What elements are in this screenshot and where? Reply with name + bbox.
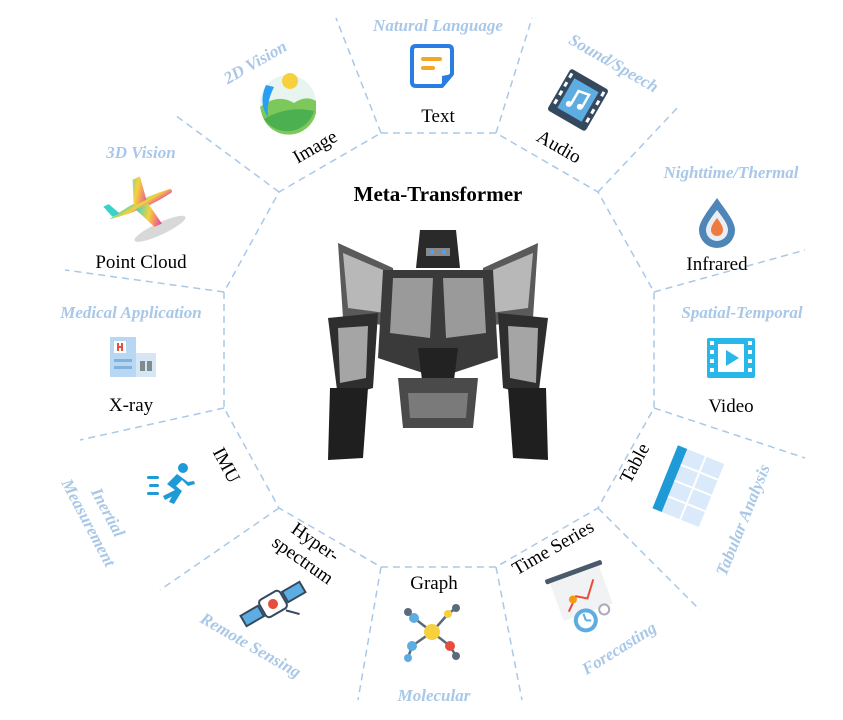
running-person-icon (147, 463, 195, 504)
domain-3d-vision: 3D Vision (105, 143, 175, 162)
domain-molecular: Molecular (397, 686, 471, 705)
landscape-image-icon (260, 73, 316, 135)
video-play-icon (707, 338, 755, 378)
svg-text:Tabular Analysis: Tabular Analysis (712, 461, 774, 578)
modality-table: Table (616, 440, 654, 487)
domain-spatial-temporal: Spatial-Temporal (681, 303, 802, 322)
modality-point-cloud: Point Cloud (95, 252, 187, 273)
modality-infrared: Infrared (686, 254, 748, 275)
modality-hyper-spectrum: Hyper- spectrum (268, 519, 343, 590)
modality-x-ray: X-ray (109, 395, 154, 416)
table-grid-icon (652, 445, 725, 528)
audio-file-icon (548, 69, 608, 131)
satellite-icon (239, 580, 307, 628)
modality-graph: Graph (410, 573, 458, 594)
graph-network-icon (404, 604, 460, 662)
flame-drop-icon (699, 198, 735, 248)
domain-tabular-analysis: Tabular Analysis (712, 461, 774, 578)
airplane-pointcloud-icon (103, 176, 186, 242)
modality-video: Video (708, 396, 753, 417)
diagram-lines (64, 17, 806, 701)
modality-audio: Audio (533, 126, 585, 168)
domain-medical-application: Medical Application (59, 303, 202, 322)
domain-inertial-measurement: Inertial Measurement (57, 475, 129, 571)
modality-text: Text (421, 106, 455, 127)
robot-icon (328, 230, 548, 460)
domain-nighttime-thermal: Nighttime/Thermal (662, 163, 798, 182)
hospital-icon (110, 337, 156, 377)
modality-imu: IMU (208, 444, 244, 487)
forecast-board-icon (545, 560, 613, 633)
text-document-icon (410, 44, 454, 88)
center-title: Meta-Transformer (354, 182, 523, 206)
domain-natural-language: Natural Language (372, 16, 503, 35)
